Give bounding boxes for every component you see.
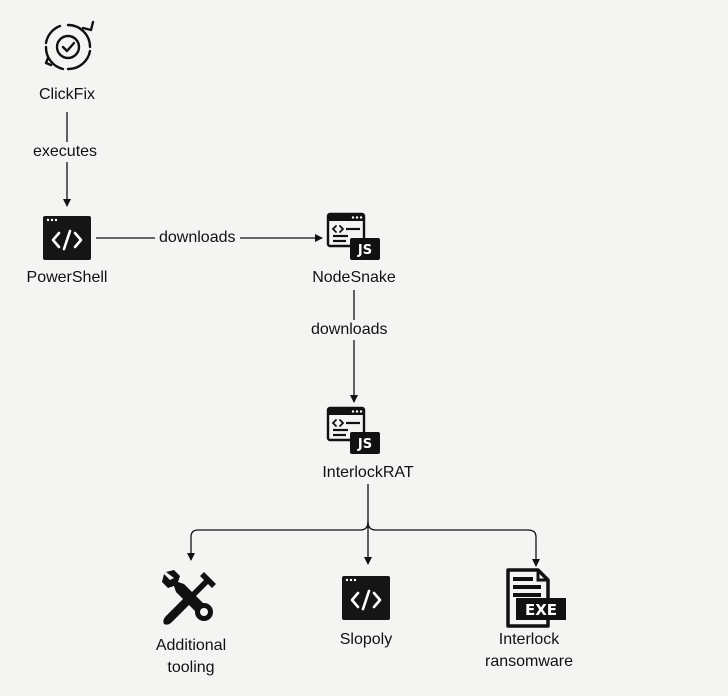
js-window-icon: JS (326, 212, 380, 260)
node-label-interlock-ransomware: Interlock ransomware (474, 629, 584, 673)
edge-label-downloads: downloads (307, 320, 392, 340)
node-label-additional-tooling: Additional tooling (136, 635, 246, 679)
edge-fanout (187, 484, 540, 567)
node-label-line: Additional (155, 637, 227, 654)
node-label-line: tooling (167, 659, 215, 676)
exe-file-icon: EXE (506, 568, 566, 628)
node-label-clickfix: ClickFix (39, 86, 95, 103)
js-window-icon: JS (326, 406, 380, 454)
node-label-line: Interlock (498, 631, 560, 648)
node-label-nodesnake: NodeSnake (312, 269, 396, 286)
node-label-slopoly: Slopoly (339, 631, 393, 648)
edge-label-executes: executes (29, 142, 102, 162)
wrench-screwdriver-icon (162, 570, 216, 626)
terminal-code-icon (342, 576, 390, 620)
cycle-check-icon (44, 20, 95, 71)
node-label-interlockrat: InterlockRAT (322, 464, 414, 481)
svg-text:JS: JS (357, 437, 372, 452)
node-label-line: ransomware (484, 653, 574, 670)
edge-label-downloads: downloads (155, 228, 240, 248)
svg-text:EXE: EXE (525, 601, 557, 619)
node-label-powershell: PowerShell (26, 269, 108, 286)
svg-text:JS: JS (357, 243, 372, 258)
terminal-code-icon (43, 216, 91, 260)
